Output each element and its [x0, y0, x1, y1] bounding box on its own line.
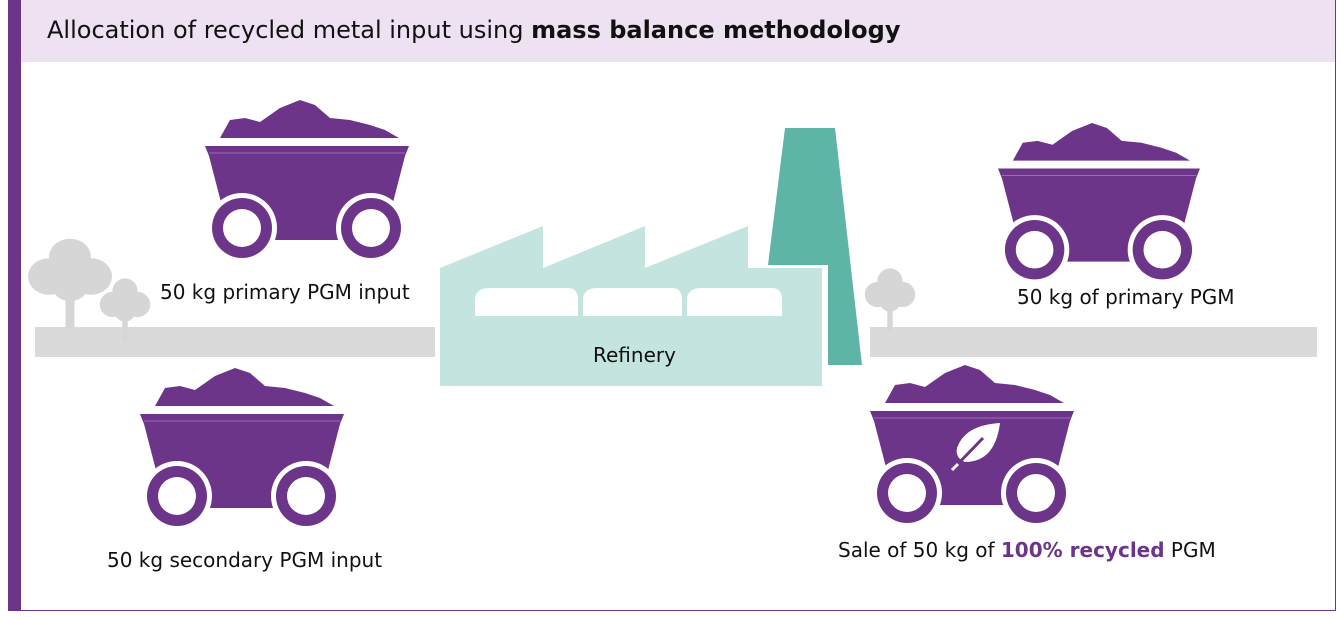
- refinery-label: Refinery: [593, 343, 676, 367]
- factory-icon: [440, 226, 822, 386]
- recycled-sale-label: Sale of 50 kg of 100% recycled PGM: [838, 538, 1216, 562]
- chimney-icon: [768, 128, 862, 365]
- primary-input-label: 50 kg primary PGM input: [160, 280, 410, 304]
- ground-right: [870, 327, 1317, 357]
- sale-highlight: 100% recycled: [1000, 538, 1165, 562]
- header: Allocation of recycled metal input using…: [21, 0, 1335, 62]
- sale-suffix: PGM: [1164, 538, 1216, 562]
- leaf-icon: [950, 423, 1000, 472]
- left-accent-bar: [8, 0, 21, 611]
- cart-recycled-output-icon: [869, 364, 1075, 529]
- primary-output-label: 50 kg of primary PGM: [1017, 285, 1235, 309]
- frame: [8, 0, 1336, 611]
- cart-secondary-input-icon: [139, 367, 345, 532]
- sale-prefix: Sale of 50 kg of: [838, 538, 1001, 562]
- cart-primary-input-icon: [204, 99, 410, 264]
- title-prefix: Allocation of recycled metal input using: [47, 16, 532, 44]
- ground-left: [35, 327, 435, 357]
- page-title: Allocation of recycled metal input using…: [47, 16, 901, 44]
- tree-icon: [864, 268, 916, 331]
- cart-primary-output-icon: [997, 122, 1201, 285]
- title-bold: mass balance methodology: [531, 16, 901, 44]
- tree-icon: [28, 238, 112, 329]
- secondary-input-label: 50 kg secondary PGM input: [107, 548, 383, 572]
